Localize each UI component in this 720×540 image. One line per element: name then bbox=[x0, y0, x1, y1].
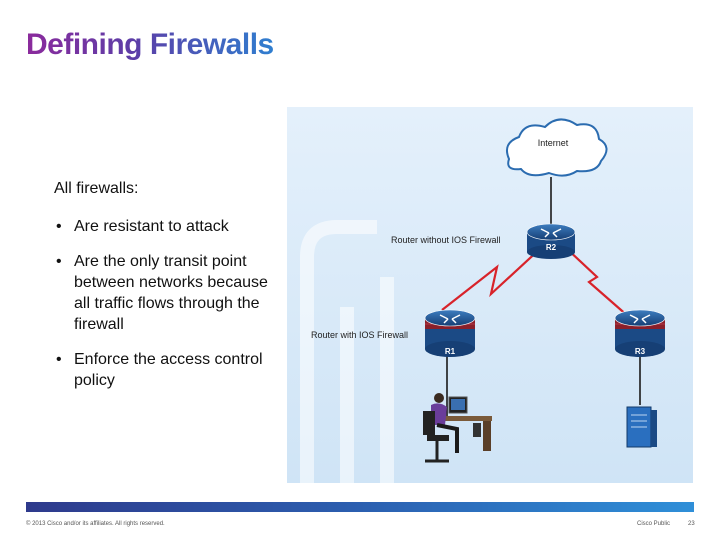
workstation-icon bbox=[423, 393, 492, 463]
bullet-dot: • bbox=[56, 218, 62, 235]
server-icon bbox=[626, 406, 657, 448]
router-arrows-icon bbox=[540, 228, 562, 238]
background-watermark bbox=[300, 220, 394, 483]
bullet-item: • Are resistant to attack bbox=[54, 216, 284, 237]
footer-bar bbox=[26, 502, 694, 512]
bullet-dot: • bbox=[56, 351, 62, 368]
footer-copyright: © 2013 Cisco and/or its affiliates. All … bbox=[26, 521, 165, 527]
router-arrows-icon bbox=[439, 314, 461, 324]
bullet-item: • Are the only transit point between netw… bbox=[54, 251, 284, 335]
router-r1-firewall bbox=[424, 309, 476, 357]
intro-text: All firewalls: bbox=[54, 180, 139, 197]
page-number: 23 bbox=[688, 521, 695, 527]
r3-label: R3 bbox=[635, 347, 646, 356]
r1-label: R1 bbox=[445, 347, 456, 356]
r2-caption: Router without IOS Firewall bbox=[391, 235, 501, 245]
router-r3-firewall bbox=[614, 309, 666, 357]
router-arrows-icon bbox=[629, 314, 651, 324]
bullet-text: Enforce the access control policy bbox=[74, 351, 263, 389]
router-r2 bbox=[526, 223, 576, 259]
bullet-dot: • bbox=[56, 253, 62, 270]
cloud-label: Internet bbox=[538, 138, 569, 148]
bullet-list: • Are resistant to attack • Are the only t… bbox=[54, 216, 284, 405]
bullet-text: Are resistant to attack bbox=[74, 218, 229, 235]
bullet-text: Are the only transit point between netwo… bbox=[74, 253, 268, 333]
bullet-item: • Enforce the access control policy bbox=[54, 349, 284, 391]
network-diagram: Internet R2 Router without IOS Firewall … bbox=[287, 107, 693, 483]
slide-title: Defining Firewalls bbox=[26, 28, 274, 61]
footer-classification: Cisco Public bbox=[637, 521, 671, 527]
link-r1-r2 bbox=[441, 246, 543, 311]
link-r2-r3 bbox=[564, 246, 630, 318]
internet-cloud bbox=[506, 118, 608, 177]
r1-caption: Router with IOS Firewall bbox=[311, 330, 408, 340]
r2-label: R2 bbox=[546, 243, 557, 252]
